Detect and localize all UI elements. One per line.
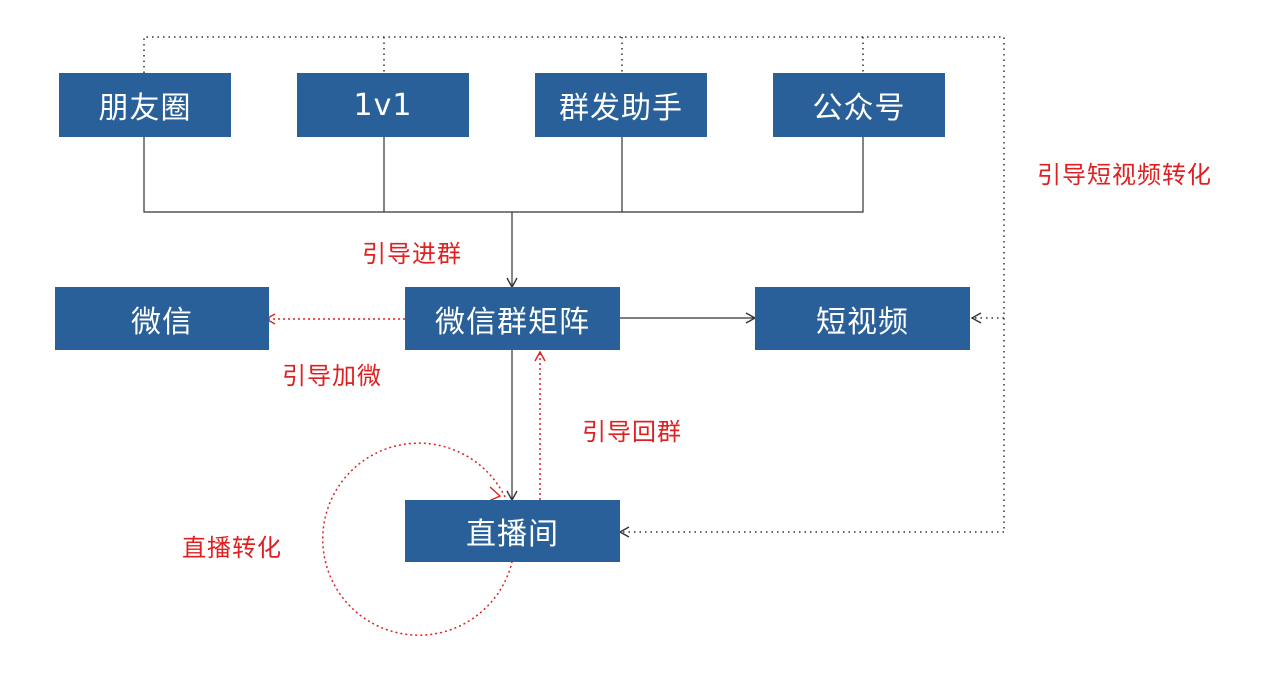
node-qunfa-assistant: 群发助手: [535, 73, 707, 137]
node-live-room: 直播间: [405, 500, 620, 562]
label-guide-add-wechat: 引导加微: [282, 362, 382, 390]
label-live-conversion: 直播转化: [182, 534, 282, 562]
node-pengyouquan: 朋友圈: [59, 73, 231, 137]
node-gongzhonghao: 公众号: [773, 73, 945, 137]
label-guide-back-group: 引导回群: [582, 418, 682, 446]
dotted-top-connector: [143, 36, 1005, 532]
label-guide-join-group: 引导进群: [362, 240, 462, 268]
node-weixin: 微信: [55, 287, 269, 350]
solid-merge-bracket: [143, 137, 864, 213]
arrowhead-icon: [488, 486, 502, 502]
node-1v1: 1v1: [297, 73, 469, 137]
node-group-matrix: 微信群矩阵: [405, 287, 620, 350]
label-guide-short-video-conversion: 引导短视频转化: [1037, 161, 1212, 189]
node-short-video: 短视频: [755, 287, 970, 350]
